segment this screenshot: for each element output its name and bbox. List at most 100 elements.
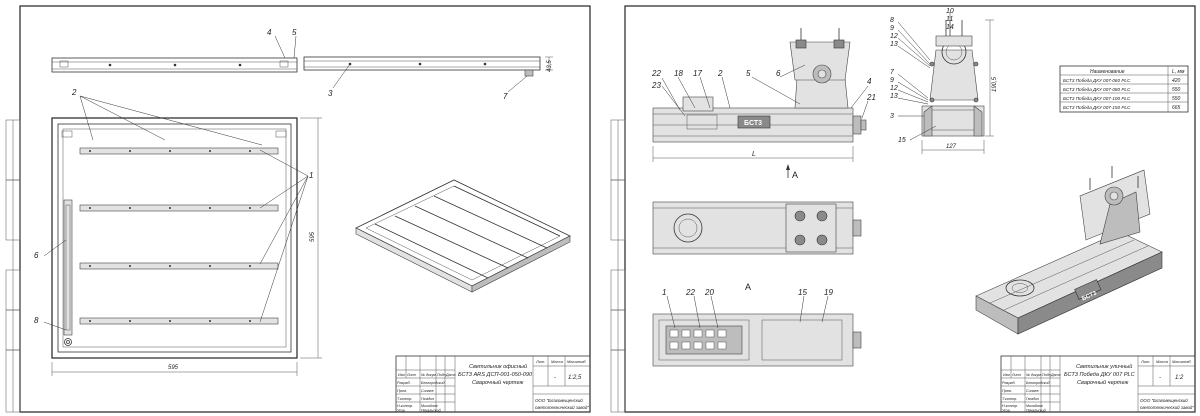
stamp-hdr-1-0: Изм [398,373,405,377]
stamp-hdr-2-4: Дата [1050,373,1060,377]
stamp-hdr-2-1: Лист [1011,373,1021,377]
stamp-role-2-1: Пров. [1002,389,1012,393]
table-row-2-l: 550 [1172,96,1181,102]
callout-6-top: 6 [776,69,781,78]
leaders-sheet-2-top [661,64,869,119]
dim-base-street: 127 [946,144,957,150]
callout-13-side: 13 [890,41,898,48]
table-header-name: Наименование [1090,69,1125,75]
title-block-sheet-2 [1000,355,1196,413]
stamp-name-2-4: Печальский [1026,409,1046,413]
dim-end-view [921,19,994,154]
variants-table [1059,65,1189,113]
logo-bst3-side: БСТ3 [744,120,762,127]
view-a-street [652,313,862,367]
callout-9-side: 9 [890,25,894,32]
table-row-3-l: 665 [1172,105,1181,111]
callout-5-top: 5 [746,69,751,78]
callout-19-bottom: 19 [824,288,833,297]
callout-9b-side: 9 [890,77,894,84]
callout-18-top: 18 [674,69,683,78]
title-block-sheet-1 [395,355,591,413]
stamp-role-1-4: Утв. [397,409,406,413]
connector-icon [524,69,534,77]
sheet-1-left-strip [5,119,21,413]
sheet-1-company-1: ООО "Благовещенский [535,398,583,403]
scale-hdr-2-2: Масштаб [1172,359,1191,364]
sheet-1-title-line-2: БСТ3 ARS ДСП-001-050-090 [458,372,533,378]
stamp-role-2-4: Утв. [1002,409,1011,413]
end-view-street [921,20,985,137]
stamp-hdr-2-0: Изм [1003,373,1010,377]
sheet-2-title-line-3: Сварочный чертеж [1077,379,1129,386]
dim-height: 595 [310,231,316,242]
stamp-role-1-1: Пров. [397,389,407,393]
sheet-2-sheet-no: - [1159,375,1161,381]
stamp-hdr-2-3: Подп. [1042,373,1052,377]
callout-4-top: 4 [867,77,872,86]
isometric-view-street [975,166,1163,335]
dim-length-line [652,146,854,162]
callout-17-top: 17 [693,69,702,78]
callout-1: 1 [309,171,313,180]
sheet-gap [595,0,605,416]
table-row-0-l: 420 [1172,78,1181,84]
stamp-role-2-0: Разраб. [1002,381,1016,385]
callout-1-bottom: 1 [662,288,666,297]
scale-hdr-1-2: Масштаб [567,359,586,364]
sheet-2-left-strip [610,119,626,413]
sheet-2-title-line-2: БСТ3 Победа ДКУ 007 PLC [1064,372,1136,378]
callout-4: 4 [267,28,272,37]
callout-2-top: 2 [717,69,723,78]
dim-width: 595 [168,365,179,371]
callout-14-side: 14 [946,24,954,31]
callout-23-top: 23 [651,81,661,90]
isometric-view-office [355,179,571,293]
callout-10-side: 10 [946,8,954,15]
view-label-a-1: A [792,170,798,180]
table-row-1-name: БСТ3 Победа ДКУ 007-080 PLC [1063,87,1131,92]
scale-hdr-2-0: Лит. [1140,359,1150,364]
profile-view-right [303,56,553,77]
stamp-role-1-3: Н.контр. [397,404,413,408]
front-view [51,117,298,359]
stamp-hdr-1-1: Лист [406,373,416,377]
callout-12b-side: 12 [890,85,898,92]
leaders-sheet-2-bottom [666,295,829,329]
profile-view-left [51,57,298,73]
callout-20-bottom: 20 [704,288,714,297]
sheet-1-title-line-3: Сварочный чертеж [472,379,524,386]
dimensions-front [51,117,322,376]
stamp-role-1-2: Т.контр. [397,397,412,401]
stamp-name-1-3: Михайлов [421,404,438,408]
stamp-name-1-2: Гвоздин [421,397,434,401]
stamp-hdr-2-2: № докум. [1026,373,1042,377]
table-row-3-name: БСТ3 Победа ДКУ 007-150 PLC [1063,105,1131,110]
sheet-1-company-2: светотехнический завод" [535,405,589,410]
callout-8: 8 [34,316,39,325]
scale-hdr-2-1: Масса [1156,359,1169,364]
stamp-name-1-1: Силаев [421,389,434,393]
sheet-1: 43,5 [0,0,595,416]
stamp-name-1-4: Печальский [421,409,441,413]
stamp-name-2-2: Гвоздин [1026,397,1039,401]
sheet-2-title-line-1: Светильник уличный [1076,363,1132,370]
stamp-hdr-1-3: Подп. [437,373,447,377]
stamp-name-1-0: Белгородский [421,381,444,385]
dim-profile: 43,5 [547,60,553,72]
sheet-2-company-2: светотехнический завод" [1140,405,1194,410]
side-view-street [652,28,867,143]
stamp-hdr-1-2: № докум. [421,373,437,377]
dim-length: L [752,151,756,158]
callout-3: 3 [328,89,333,98]
table-row-0-name: БСТ3 Победа ДКУ 007-060 PLC [1063,78,1131,83]
sheet-1-scale: 1:2,5 [568,375,582,381]
callout-5: 5 [292,28,297,37]
stamp-name-2-0: Белгородский [1026,381,1049,385]
top-view-street [652,201,862,255]
callout-21-top: 21 [866,93,876,102]
callout-11-side: 11 [946,16,953,23]
sheet-2: БСТ3 L A 22 23 18 17 2 5 6 4 21 [610,5,1196,413]
callout-22-bottom: 22 [685,288,695,297]
